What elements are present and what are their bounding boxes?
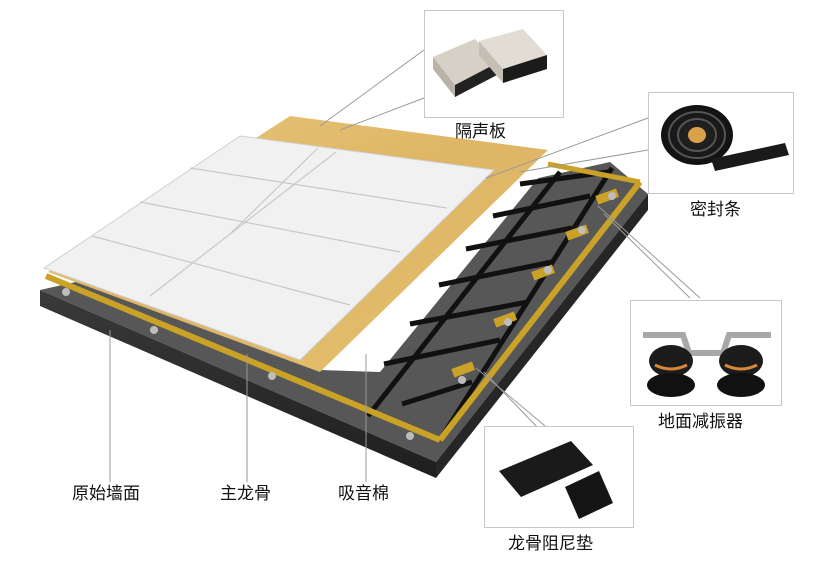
keel-damping-pads	[62, 188, 620, 440]
panel-seam	[91, 235, 351, 306]
cross-keel	[492, 193, 591, 219]
sealing-strip-coil-icon	[661, 105, 789, 171]
panel-seam	[149, 151, 337, 297]
bolt	[544, 266, 552, 274]
bolt	[504, 318, 512, 326]
bolt	[608, 192, 616, 200]
bolt	[578, 226, 586, 234]
label-keel-damping-pad: 龙骨阻尼垫	[508, 534, 593, 554]
wall-slab-front-edge	[40, 290, 436, 478]
bolt	[268, 372, 276, 380]
main-keel-front	[44, 273, 442, 443]
panel-seam	[189, 167, 448, 209]
cross-keel	[409, 299, 529, 327]
cross-keel	[438, 259, 553, 288]
inset-sealing-strip	[648, 92, 794, 194]
inset-keel-damping-pad	[484, 426, 634, 528]
main-keel-back	[547, 161, 641, 185]
sound-absorbing-cotton	[320, 166, 548, 372]
label-soundproof-board: 隔声板	[455, 122, 506, 142]
label-sound-absorbing-cotton: 吸音棉	[338, 484, 389, 504]
longitudinal-keel	[366, 170, 562, 418]
cross-keel	[465, 225, 573, 252]
bolt	[150, 326, 158, 334]
finish-panel-surface	[42, 135, 496, 361]
leader-soundproof-board	[319, 49, 425, 127]
bolt	[458, 376, 466, 384]
floor-damper-icon	[643, 332, 771, 397]
label-original-wall: 原始墙面	[72, 484, 140, 504]
leader-floor-damper	[597, 205, 701, 299]
cross-keel	[383, 337, 501, 367]
label-floor-damper: 地面减振器	[658, 412, 743, 432]
bolt	[62, 288, 70, 296]
soundproof-board-sample-icon	[433, 29, 547, 97]
panel-seam	[229, 147, 319, 235]
longitudinal-keel	[437, 166, 615, 442]
cross-keel	[401, 379, 473, 407]
leader-damping-pad-2	[483, 371, 541, 431]
inset-floor-damper	[630, 300, 782, 406]
leader-sealing-strip	[485, 117, 649, 179]
leader-floor-damper-2	[603, 213, 691, 299]
inset-soundproof-board	[424, 10, 564, 118]
leader-sealing-strip-2	[519, 149, 649, 173]
label-main-keel: 主龙骨	[220, 484, 271, 504]
panel-seam	[139, 201, 401, 253]
keel-grid	[44, 161, 643, 443]
bolt	[406, 432, 414, 440]
damping-pad	[451, 361, 476, 378]
finish-panels	[42, 135, 496, 361]
wall-slab-right-edge	[436, 194, 648, 478]
label-sealing-strip: 密封条	[690, 200, 741, 220]
main-keel-right	[437, 180, 643, 442]
keel-damping-pad-icon	[499, 441, 613, 519]
leader-soundproof-board-2	[339, 97, 425, 131]
